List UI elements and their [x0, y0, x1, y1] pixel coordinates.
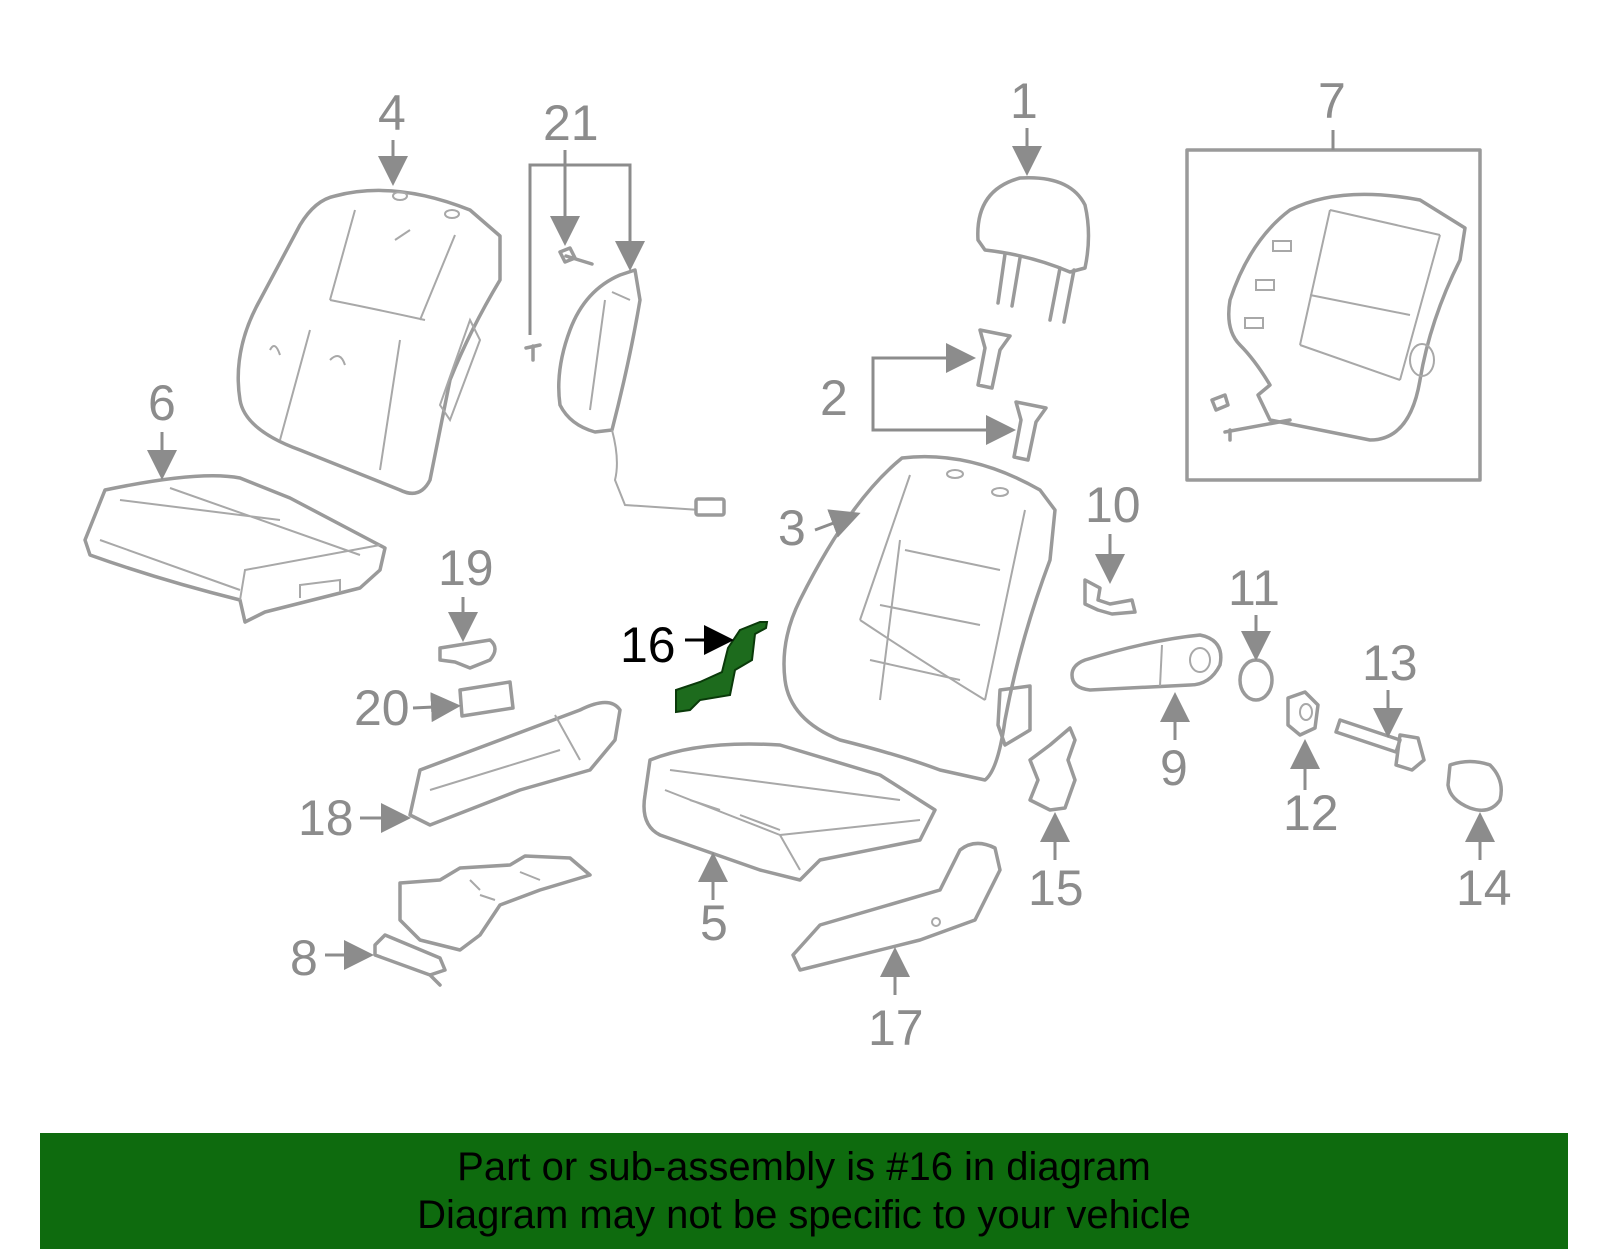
part-15-bracket[interactable] — [1028, 726, 1077, 812]
part-5-front-cushion[interactable] — [642, 742, 937, 882]
part-7-seatback-assembly[interactable] — [1185, 148, 1482, 482]
part-17-side-trim[interactable] — [791, 841, 1002, 972]
callout-8: 8 — [290, 930, 318, 986]
callout-2: 2 — [820, 370, 848, 426]
seat-parts-diagram: 4 6 21 1 2 7 — [83, 73, 1512, 1056]
callout-21: 21 — [543, 95, 599, 151]
callout-20: 20 — [354, 680, 410, 736]
callout-7: 7 — [1318, 73, 1346, 129]
part-19-handle[interactable] — [438, 638, 497, 670]
callout-1: 1 — [1010, 73, 1038, 129]
callout-11: 11 — [1228, 560, 1280, 616]
part-3-front-seatback[interactable] — [782, 454, 1057, 782]
callout-3: 3 — [778, 500, 806, 556]
callout-14: 14 — [1456, 860, 1512, 916]
callout-4: 4 — [378, 85, 406, 141]
part-13-bolt[interactable] — [1334, 718, 1426, 772]
part-12-nut[interactable] — [1286, 690, 1320, 737]
callout-19: 19 — [438, 540, 494, 596]
part-1-headrest[interactable] — [976, 175, 1091, 324]
callout-10: 10 — [1085, 477, 1141, 533]
part-2-headrest-guides[interactable] — [976, 328, 1048, 462]
banner-line-2: Diagram may not be specific to your vehi… — [417, 1193, 1191, 1237]
part-20-cover[interactable] — [458, 680, 515, 718]
banner-line-1: Part or sub-assembly is #16 in diagram — [457, 1145, 1151, 1189]
callout-12: 12 — [1283, 785, 1339, 841]
part-4-seatback[interactable] — [236, 188, 502, 496]
part-18-side-trim[interactable] — [408, 700, 622, 827]
part-6-seat-cushion[interactable] — [83, 474, 387, 624]
callout-5: 5 — [700, 895, 728, 951]
callout-17: 17 — [868, 1000, 924, 1056]
callout-13: 13 — [1362, 635, 1418, 691]
part-11-cap[interactable] — [1238, 658, 1274, 702]
part-8-base-mat[interactable] — [373, 854, 592, 987]
part-16-highlighted-bracket[interactable] — [675, 621, 769, 714]
info-banner: Part or sub-assembly is #16 in diagram D… — [40, 1133, 1568, 1249]
part-10-bolt[interactable] — [1083, 578, 1137, 616]
callout-18: 18 — [298, 790, 354, 846]
part-21-side-airbag[interactable] — [524, 246, 726, 517]
part-9-recline-lever[interactable] — [1070, 633, 1223, 692]
callout-16: 16 — [620, 617, 676, 673]
callout-6: 6 — [148, 375, 176, 431]
callout-15: 15 — [1028, 860, 1084, 916]
callout-9: 9 — [1160, 740, 1188, 796]
part-14-cap[interactable] — [1446, 759, 1503, 812]
